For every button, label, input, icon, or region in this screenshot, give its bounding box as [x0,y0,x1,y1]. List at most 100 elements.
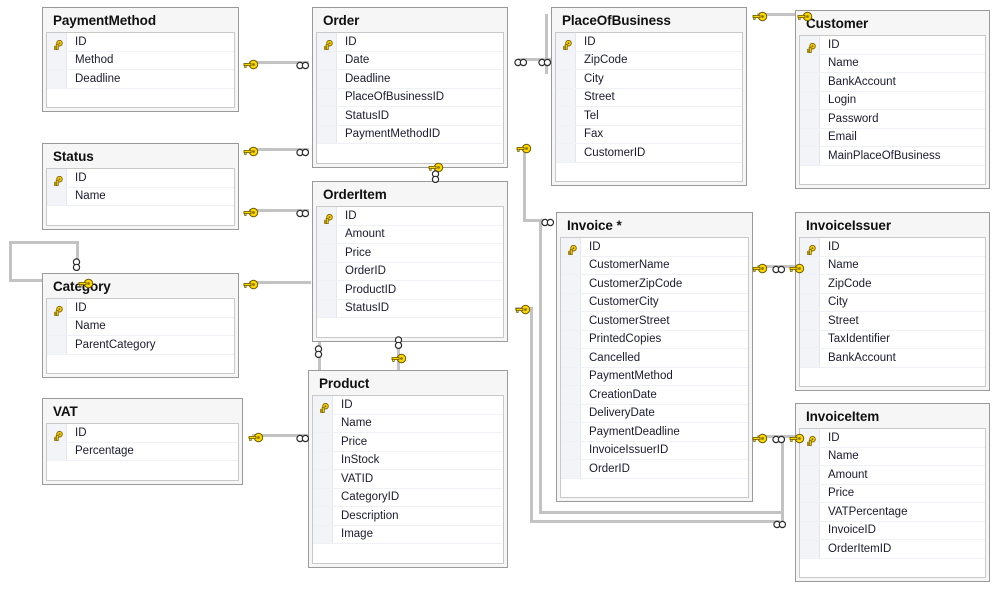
attribute-name[interactable]: Email [828,131,857,144]
attribute-name[interactable]: Description [341,509,399,522]
attribute-row[interactable]: Deadline [317,70,503,89]
attribute-row-empty[interactable] [317,144,503,163]
attribute-row[interactable]: Price [800,484,985,503]
entity-title-customer[interactable]: Customer [806,16,869,31]
attribute-row-empty[interactable] [313,544,503,563]
attribute-row[interactable]: VATPercentage [800,503,985,522]
attribute-name[interactable]: Tel [584,109,599,122]
attribute-row[interactable]: PaymentMethodID [317,125,503,144]
attribute-name[interactable]: OrderID [589,462,630,475]
attribute-name[interactable]: InvoiceIssuerID [589,444,669,457]
attribute-row[interactable]: Percentage [47,442,238,461]
attribute-row[interactable]: ID [47,33,234,52]
attribute-row[interactable]: InStock [313,451,503,470]
attribute-name[interactable]: Name [828,57,859,70]
attribute-row[interactable]: Street [556,88,742,107]
attribute-row[interactable]: StatusID [317,107,503,126]
entity-title-place-of-business[interactable]: PlaceOfBusiness [562,13,671,28]
attribute-name[interactable]: ID [828,38,840,51]
attribute-row[interactable]: InvoiceIssuerID [561,441,748,460]
attribute-name[interactable]: InStock [341,454,380,467]
attribute-row[interactable]: CreationDate [561,386,748,405]
attribute-name[interactable]: MainPlaceOfBusiness [828,149,941,162]
attribute-name[interactable]: CreationDate [589,388,657,401]
attribute-name[interactable]: Street [584,91,615,104]
attribute-row[interactable]: ID [800,429,985,448]
attribute-row[interactable]: CategoryID [313,488,503,507]
attribute-row[interactable]: CustomerZipCode [561,275,748,294]
relationship-line-rel-orderitem-invoiceitem[interactable] [530,520,780,523]
attribute-name[interactable]: Name [341,417,372,430]
attribute-row[interactable]: Tel [556,107,742,126]
attribute-row-empty[interactable] [47,88,234,107]
attribute-name[interactable]: CustomerStreet [589,314,670,327]
attribute-row[interactable]: Email [800,128,985,147]
relationship-line-rel-order-invoice[interactable] [539,219,542,512]
attribute-row[interactable]: ID [47,299,234,318]
attribute-row[interactable]: Name [47,317,234,336]
attribute-name[interactable]: StatusID [345,109,390,122]
attribute-row[interactable]: ZipCode [556,51,742,70]
attribute-name[interactable]: Fax [584,128,604,141]
attribute-name[interactable]: VATID [341,472,374,485]
attribute-name[interactable]: ID [584,35,596,48]
attribute-row[interactable]: Street [800,312,985,331]
attribute-name[interactable]: Price [828,487,855,500]
attribute-row[interactable]: TaxIdentifier [800,330,985,349]
entity-title-order-item[interactable]: OrderItem [323,187,387,202]
attribute-row-empty[interactable] [800,558,985,577]
attribute-row[interactable]: Amount [317,225,503,244]
attribute-row[interactable]: ID [47,169,234,188]
attribute-name[interactable]: Name [75,320,106,333]
attribute-name[interactable]: OrderID [345,265,386,278]
attribute-name[interactable]: DeliveryDate [589,407,655,420]
attribute-name[interactable]: Deadline [75,72,121,85]
attribute-row-empty[interactable] [561,478,748,497]
entity-title-vat[interactable]: VAT [53,404,78,419]
attribute-row[interactable]: Fax [556,125,742,144]
attribute-row[interactable]: OrderID [561,460,748,479]
attribute-name[interactable]: CategoryID [341,491,400,504]
attribute-row[interactable]: ID [313,396,503,415]
attribute-name[interactable]: ID [589,240,601,253]
attribute-row[interactable]: City [800,293,985,312]
attribute-name[interactable]: TaxIdentifier [828,333,891,346]
attribute-name[interactable]: Method [75,54,114,67]
attribute-name[interactable]: Date [345,54,370,67]
attribute-name[interactable]: Name [828,450,859,463]
relationship-line-rel-placeofbusiness-order[interactable] [518,58,553,61]
attribute-name[interactable]: ID [828,431,840,444]
attribute-row[interactable]: Name [47,187,234,206]
attribute-row[interactable]: CustomerName [561,256,748,275]
attribute-name[interactable]: CustomerName [589,259,670,272]
relationship-line-rel-order-invoice[interactable] [523,148,526,220]
relationship-line-rel-status-orderitem[interactable] [249,209,309,212]
attribute-name[interactable]: ProductID [345,283,397,296]
attribute-row[interactable]: ID [47,424,238,443]
relationship-line-rel-order-invoice[interactable] [539,511,784,514]
relationship-line-rel-product-orderitem[interactable] [397,330,400,372]
entity-title-order[interactable]: Order [323,13,360,28]
attribute-name[interactable]: ID [345,35,357,48]
attribute-name[interactable]: Name [828,259,859,272]
relationship-line-rel-customer-placeofbusiness[interactable] [757,13,795,16]
attribute-row[interactable]: Price [313,433,503,452]
attribute-row-empty[interactable] [47,354,234,373]
attribute-row[interactable]: ZipCode [800,275,985,294]
attribute-row[interactable]: ID [317,207,503,226]
attribute-row[interactable]: Amount [800,466,985,485]
attribute-name[interactable]: PlaceOfBusinessID [345,91,445,104]
attribute-row[interactable]: ID [317,33,503,52]
relationship-line-rel-vat-product[interactable] [252,434,309,437]
attribute-name[interactable]: Street [828,314,859,327]
attribute-row[interactable]: Name [313,414,503,433]
relationship-line-rel-order-invoice[interactable] [781,440,784,522]
attribute-row[interactable]: Date [317,51,503,70]
relationship-line-rel-category-category[interactable] [76,241,79,271]
attribute-row-empty[interactable] [47,206,234,225]
attribute-name[interactable]: BankAccount [828,75,896,88]
